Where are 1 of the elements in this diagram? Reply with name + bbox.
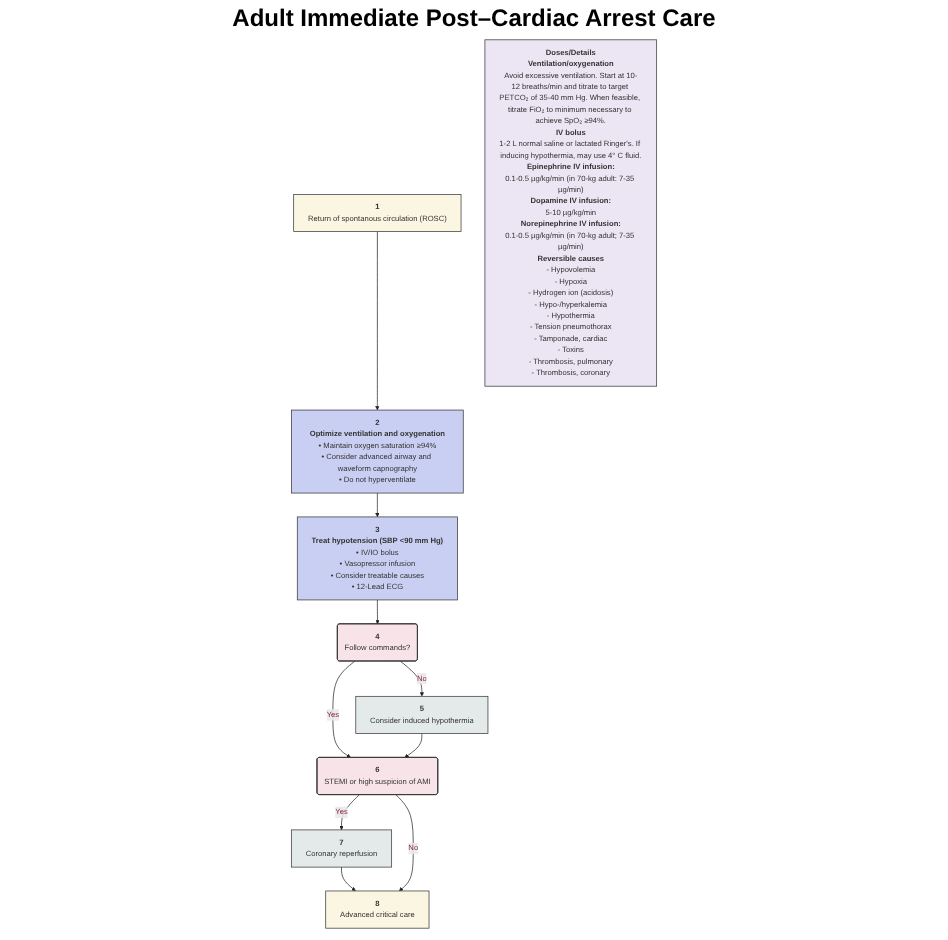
diagram-title: Adult Immediate Post–Cardiac Arrest Care [230,4,718,32]
